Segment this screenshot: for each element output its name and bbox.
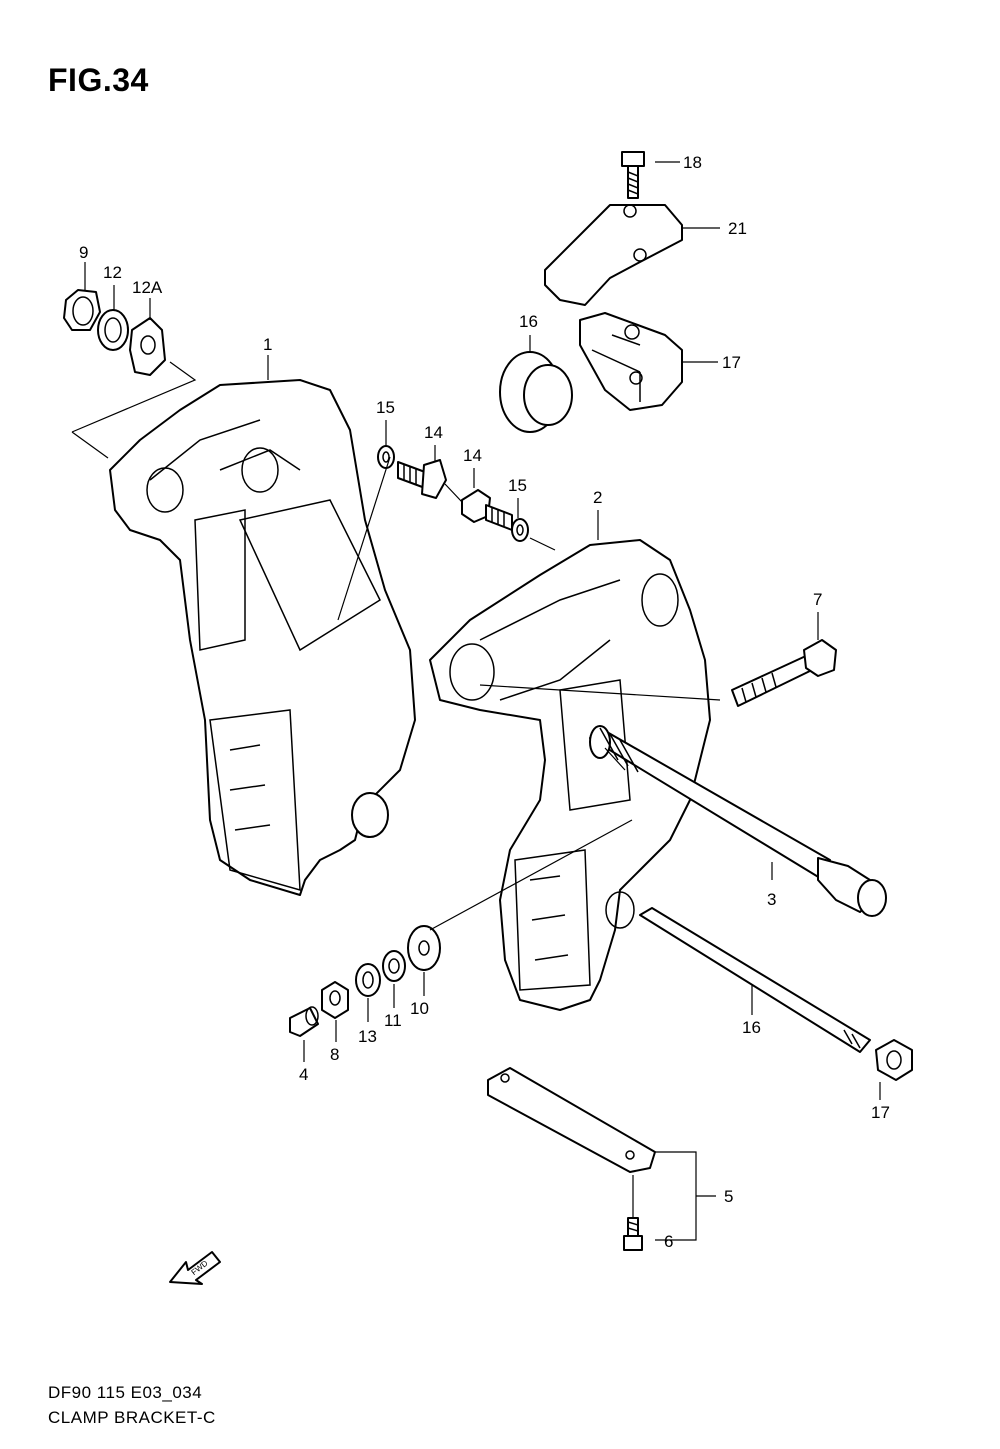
callout-2: 2 bbox=[593, 488, 602, 507]
part-13-washer bbox=[355, 963, 381, 997]
part-6-bolt bbox=[623, 1217, 643, 1251]
part-5-plate bbox=[487, 1067, 656, 1173]
part-20-bolt bbox=[621, 151, 645, 199]
part-7-bolt bbox=[731, 639, 837, 707]
part-14-bolt-upper bbox=[397, 459, 447, 499]
callout-12a: 12A bbox=[132, 278, 163, 297]
callout-14-upper: 14 bbox=[424, 423, 443, 442]
part-3-tilt-shaft bbox=[589, 725, 887, 917]
callout-10: 10 bbox=[410, 999, 429, 1018]
part-10-washer bbox=[407, 925, 441, 971]
part-16-rod bbox=[639, 907, 871, 1053]
callout-18: 16 bbox=[519, 312, 538, 331]
callout-17: 17 bbox=[871, 1103, 890, 1122]
part-19-holder bbox=[579, 312, 683, 411]
callout-21: 21 bbox=[728, 219, 747, 238]
callout-1: 1 bbox=[263, 335, 272, 354]
part-9-nut bbox=[63, 289, 101, 331]
callout-labels: 18 21 17 16 9 12 12A 1 15 14 14 15 2 7 3… bbox=[79, 153, 890, 1251]
leader-lines bbox=[71, 161, 881, 1241]
callout-6: 6 bbox=[664, 1232, 673, 1251]
callout-7: 7 bbox=[813, 590, 822, 609]
part-11-washer bbox=[382, 950, 406, 982]
callout-13: 13 bbox=[358, 1027, 377, 1046]
callout-14-lower: 14 bbox=[463, 446, 482, 465]
callout-3: 3 bbox=[767, 890, 776, 909]
callout-19: 17 bbox=[722, 353, 741, 372]
callout-11: 11 bbox=[384, 1011, 402, 1030]
part-17-nut bbox=[875, 1039, 913, 1081]
diagram-code: DF90 115 E03_034 bbox=[48, 1383, 203, 1402]
callout-5: 5 bbox=[724, 1187, 733, 1206]
callout-15-upper: 15 bbox=[376, 398, 395, 417]
callout-12: 12 bbox=[103, 263, 122, 282]
part-1-clamp-bracket-left bbox=[109, 379, 416, 896]
part-14-bolt-lower bbox=[461, 489, 513, 531]
forward-direction-arrow-icon: FWD bbox=[169, 1251, 221, 1285]
callout-8: 8 bbox=[330, 1045, 339, 1064]
part-21-cover-plate bbox=[544, 204, 683, 306]
part-15-washer-upper bbox=[377, 445, 395, 469]
diagram-name: CLAMP BRACKET-C bbox=[48, 1408, 216, 1427]
callout-4: 4 bbox=[299, 1065, 308, 1084]
part-8-nut bbox=[321, 981, 349, 1019]
callout-20: 18 bbox=[683, 153, 702, 172]
part-18-cap bbox=[499, 351, 573, 433]
callout-9: 9 bbox=[79, 243, 88, 262]
part-15-washer-lower bbox=[511, 518, 529, 542]
callout-16: 16 bbox=[742, 1018, 761, 1037]
callout-15-lower: 15 bbox=[508, 476, 527, 495]
part-12a-plate bbox=[129, 317, 166, 376]
part-4-collar bbox=[289, 1006, 319, 1037]
part-12-washer bbox=[97, 309, 129, 351]
figure-title: FIG.34 bbox=[48, 62, 149, 98]
part-2-clamp-bracket-right bbox=[429, 539, 711, 1011]
